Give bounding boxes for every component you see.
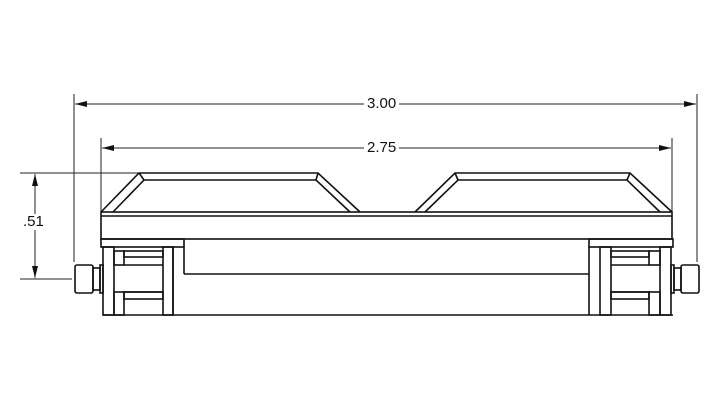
left-fitting xyxy=(74,264,104,294)
right-fitting xyxy=(670,264,700,294)
dim-label-overall-width: 3.00 xyxy=(364,96,400,112)
dim-label-height: .51 xyxy=(20,214,47,230)
part-outline xyxy=(100,172,674,316)
extension-lines xyxy=(20,94,698,280)
dim-label-inner-width: 2.75 xyxy=(364,140,400,156)
